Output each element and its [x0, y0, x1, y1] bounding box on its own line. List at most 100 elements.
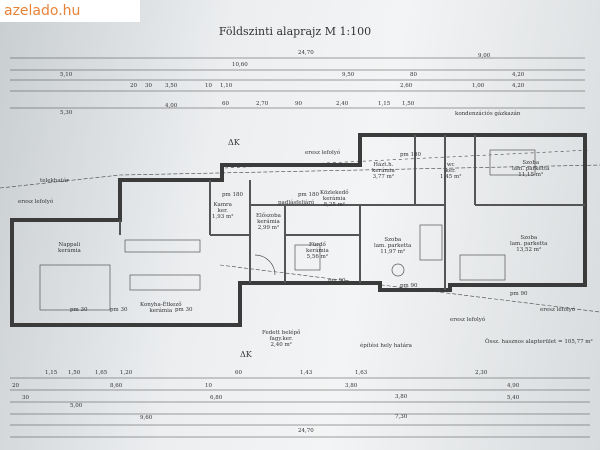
- room-label-line: Előszoba: [256, 213, 281, 219]
- note-telekhatar: telekhatár: [40, 178, 69, 184]
- dim-value: 1,50: [402, 101, 415, 107]
- room-label-line: kerámia: [322, 196, 346, 202]
- dim-value: 30: [22, 395, 29, 401]
- room-label-line: ker.: [445, 168, 456, 174]
- room-label-line: Szoba: [520, 235, 538, 241]
- dim-value: 1,00: [472, 83, 485, 89]
- room-label-line: 2,40 m²: [270, 342, 292, 348]
- room-label-line: Kamra: [213, 202, 232, 208]
- dim-value: 1,15: [45, 370, 58, 376]
- dim-value: 1,15: [378, 101, 391, 107]
- room-label-line: Fürdő: [308, 242, 326, 248]
- building-line: [219, 264, 600, 313]
- dim-value: 5,40: [507, 395, 520, 401]
- note-pm30b: pm 30: [110, 307, 128, 313]
- room-label-line: Fedett belépő: [262, 330, 301, 336]
- dim-value: 1,63: [355, 370, 368, 376]
- dim-value: 7,30: [395, 414, 408, 420]
- dim-value: 4,00: [165, 103, 178, 109]
- dim-value: 8,60: [110, 383, 123, 389]
- dim-value: 1,43: [300, 370, 313, 376]
- dim-value: 9,00: [478, 53, 491, 59]
- note-ossz: Össz. hasznos alapterület = 105,77 m²: [485, 339, 593, 345]
- note-pm30c: pm 30: [175, 307, 193, 313]
- dim-value: 10: [205, 83, 212, 89]
- note-pm90a: pm 90: [328, 278, 346, 284]
- dim-value: 24,70: [298, 50, 314, 56]
- room-label-line: 5,56 m²: [306, 254, 329, 260]
- note-dk-2: ΔK: [240, 350, 252, 359]
- dim-value: 10: [205, 383, 212, 389]
- dim-value: 60: [222, 101, 229, 107]
- dim-value: 3,80: [395, 394, 408, 400]
- dim-value: 3,50: [165, 83, 178, 89]
- room-label-line: 8,25 m²: [323, 202, 346, 208]
- room-label-line: 2,99 m²: [257, 225, 280, 231]
- dim-value: 5,30: [60, 110, 73, 116]
- dim-value: 5,00: [70, 403, 83, 409]
- dim-value: 4,20: [512, 72, 525, 78]
- dim-value: 1,10: [220, 83, 233, 89]
- room-label-line: lam. parketta: [374, 243, 412, 249]
- note-dk-1: ΔK: [228, 138, 240, 147]
- room-label-line: lam. parketta: [512, 166, 550, 172]
- note-epitesi: építési hely határa: [360, 343, 412, 349]
- room-label-line: Házt.h.: [373, 162, 394, 168]
- room-label-line: kerámia: [257, 219, 280, 225]
- dim-value: 9,50: [342, 72, 355, 78]
- dim-value: 2,30: [475, 370, 488, 376]
- dim-value: 6,80: [210, 395, 223, 401]
- note-padlas: padlásfeljáró: [278, 200, 315, 206]
- room-label-line: 11,97 m²: [380, 249, 406, 255]
- room-label-line: kerámia: [149, 308, 173, 314]
- note-eresz-4: eresz lefolyó: [540, 307, 576, 313]
- room-label-line: 3,77 m²: [372, 174, 395, 180]
- dim-value: 2,70: [256, 101, 269, 107]
- room-label-line: ker.: [217, 208, 228, 214]
- dim-value: 20: [12, 383, 19, 389]
- dim-value: 10,60: [232, 62, 248, 68]
- room-label-line: 1,45 m²: [440, 174, 462, 180]
- dim-value: 80: [410, 72, 417, 78]
- dim-value: 20: [130, 83, 137, 89]
- room-label-line: kerámia: [306, 248, 329, 254]
- room-label-line: kerámia: [372, 168, 395, 174]
- note-kondenz: kondenzációs gázkazán: [455, 111, 521, 117]
- room-label-line: Szoba: [522, 160, 540, 166]
- note-pm180c: pm 180: [400, 152, 421, 158]
- dim-value: 90: [295, 101, 302, 107]
- dim-value: 4,90: [507, 383, 520, 389]
- dim-value: 30: [145, 83, 152, 89]
- room-label-line: fagy.ker.: [269, 336, 293, 342]
- room-label-line: kerámia: [58, 248, 81, 254]
- dim-value: 9,60: [140, 415, 153, 421]
- note-pm30a: pm 30: [70, 307, 88, 313]
- room-label-line: Közlekedő: [320, 190, 349, 196]
- note-eresz-2: eresz lefolyó: [18, 199, 54, 205]
- note-eresz-1: eresz lefolyó: [305, 150, 341, 156]
- interior-walls: [119, 135, 585, 290]
- watermark-logo[interactable]: azelado.hu: [0, 0, 140, 22]
- dim-value: 1,65: [95, 370, 108, 376]
- room-label-line: Konyha-Étkező: [140, 302, 182, 308]
- room-label-line: 11,15 m²: [518, 172, 544, 178]
- dim-value: 2,60: [400, 83, 413, 89]
- plot-boundary: [0, 164, 600, 189]
- furniture: [39, 149, 536, 311]
- note-pm180a: pm 180: [222, 192, 243, 198]
- dim-value: 1,50: [68, 370, 81, 376]
- note-pm180b: pm 180: [298, 192, 319, 198]
- room-label-line: lam. parketta: [510, 241, 548, 247]
- plan-title: Földszinti alaprajz M 1:100: [218, 25, 372, 38]
